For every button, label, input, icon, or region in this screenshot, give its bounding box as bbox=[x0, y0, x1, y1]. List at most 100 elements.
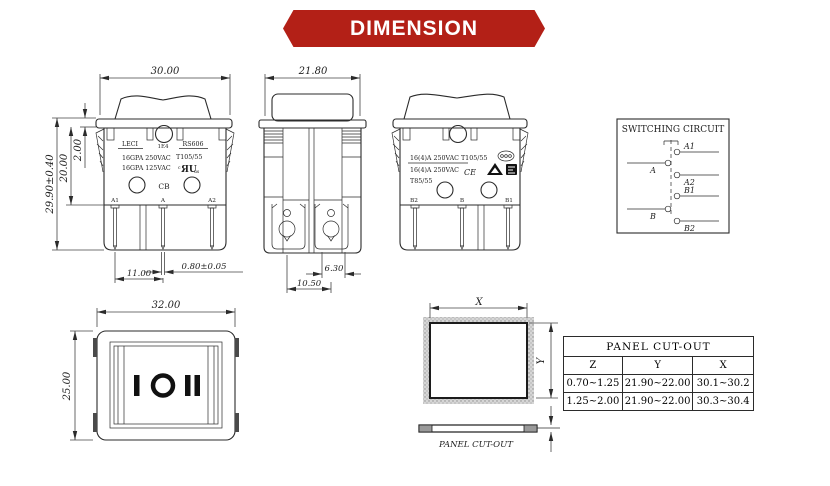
panel-end-cap-left bbox=[418, 424, 433, 433]
pole-b bbox=[627, 192, 719, 225]
terminal-pins-b bbox=[410, 204, 513, 250]
black-square-cert-icon bbox=[506, 164, 517, 175]
switch-circle-right-b bbox=[480, 181, 498, 199]
switch-circle-left bbox=[128, 176, 146, 194]
ul-recognized-icon: c ЯU us bbox=[178, 165, 200, 175]
pole-a bbox=[627, 148, 719, 179]
label-b1: B1 bbox=[683, 186, 695, 195]
panel-cutout-caption: PANEL CUT-OUT bbox=[438, 440, 514, 450]
rating-b-line3: T85/55 bbox=[410, 178, 432, 185]
switch-circle-left-b bbox=[436, 181, 454, 199]
rocker-outline bbox=[114, 95, 212, 120]
dim-25 bbox=[70, 330, 93, 441]
pin-label-a: A bbox=[160, 198, 166, 204]
terminal-pins bbox=[110, 204, 217, 250]
dim-10-5-text: 10.50 bbox=[297, 279, 322, 289]
dim-20 bbox=[66, 127, 104, 206]
snap-wing-right bbox=[225, 128, 235, 173]
view-top: 32.00 25.00 bbox=[62, 300, 239, 441]
view-side: 21.80 6.30 10.50 bbox=[258, 66, 367, 293]
label-b: B bbox=[649, 212, 656, 221]
flange-side bbox=[258, 119, 367, 129]
cell-y-2: 21.90~22.00 bbox=[621, 392, 694, 411]
pin-label-a2: A2 bbox=[207, 198, 216, 204]
rating-temp: T105/55 bbox=[176, 154, 202, 161]
panel-side-view bbox=[418, 424, 538, 433]
panel-end-cap-right bbox=[523, 424, 538, 433]
flange-b bbox=[392, 118, 528, 129]
legend-ii-mark-1 bbox=[185, 375, 191, 396]
snap-wing-left bbox=[95, 128, 105, 173]
actuator-hole-b bbox=[448, 124, 468, 144]
dim-pin-thickness bbox=[144, 252, 243, 275]
svg-text:c: c bbox=[178, 166, 181, 171]
view-front-b: 16(4)A 250VAC T105/55 16(4)A 250VAC CE T… bbox=[391, 93, 529, 251]
actuator-hole bbox=[154, 124, 174, 144]
dim-30 bbox=[99, 74, 231, 115]
table-header-y: Y bbox=[621, 356, 694, 375]
dim-6-3-text: 6.30 bbox=[325, 264, 345, 274]
dim-32 bbox=[96, 308, 236, 327]
circuit-title: SWITCHING CIRCUIT bbox=[622, 125, 724, 135]
dim-pin-pitch-text: 11.00 bbox=[127, 269, 152, 279]
table-header-x: X bbox=[692, 356, 754, 375]
pin-label-b1: B1 bbox=[505, 198, 513, 204]
dim-21-8-text: 21.80 bbox=[298, 66, 328, 77]
dim-pin-pitch bbox=[114, 252, 164, 283]
table-row: 0.70~1.25 21.90~22.00 30.1~30.2 bbox=[563, 374, 754, 393]
dim-x-text: X bbox=[474, 297, 483, 308]
panel-cutout-drawing: X Y PANEL CUT-OUT bbox=[418, 297, 560, 452]
table-header-z: Z bbox=[563, 356, 623, 375]
view-front-a: LECI 1E4 RS606 16GPA 250VAC T105/55 16GP… bbox=[45, 66, 243, 283]
dim-6-3 bbox=[306, 252, 361, 278]
mount-posts bbox=[106, 127, 227, 141]
dim-29-9 bbox=[52, 117, 104, 251]
cell-z-2: 1.25~2.00 bbox=[563, 392, 623, 411]
flange bbox=[95, 118, 233, 129]
rating-b-line1: 16(4)A 250VAC T105/55 bbox=[410, 155, 487, 162]
mount-tabs bbox=[93, 338, 239, 432]
cutout-hole bbox=[429, 322, 528, 399]
legend-ii-mark-2 bbox=[194, 375, 200, 396]
cell-x-1: 30.1~30.2 bbox=[692, 374, 754, 393]
pin-label-b: B bbox=[460, 198, 464, 204]
dim-30-text: 30.00 bbox=[151, 66, 180, 77]
rocker-legend-i-o-ii bbox=[134, 373, 200, 398]
cell-x-2: 30.3~30.4 bbox=[692, 392, 754, 411]
dim-21-8 bbox=[264, 74, 361, 116]
rocker-side bbox=[271, 93, 354, 122]
dim-y bbox=[529, 322, 558, 399]
dim-32-text: 32.00 bbox=[152, 300, 181, 311]
label-a: A bbox=[649, 166, 656, 175]
snap-wing-right-b bbox=[519, 128, 529, 173]
dim-2-text: 2.00 bbox=[73, 138, 84, 162]
banner-label: DIMENSION bbox=[349, 16, 478, 40]
code-text: 1E4 bbox=[157, 144, 169, 150]
pin-label-a1: A1 bbox=[110, 198, 119, 204]
terminal-block-left bbox=[271, 203, 306, 250]
dim-20-text: 20.00 bbox=[59, 153, 70, 183]
label-a1: A1 bbox=[683, 142, 695, 151]
panel-cutout-table: PANEL CUT-OUT Z Y X 0.70~1.25 21.90~22.0… bbox=[563, 336, 754, 411]
rocker-face bbox=[113, 345, 219, 425]
dim-x bbox=[429, 303, 528, 318]
oval-badge-icon bbox=[497, 150, 515, 162]
triangle-cert-icon bbox=[487, 163, 503, 175]
rocker-frame bbox=[109, 341, 223, 429]
cell-y-1: 21.90~22.00 bbox=[621, 374, 694, 393]
rocker-edge-lines bbox=[117, 346, 215, 424]
actuator-symbol bbox=[663, 140, 679, 145]
label-a2: A2 bbox=[683, 178, 695, 187]
legend-i-mark bbox=[134, 375, 140, 396]
top-outline bbox=[96, 330, 236, 441]
body-side bbox=[263, 128, 362, 254]
dim-10-5 bbox=[286, 255, 332, 293]
dim-25-text: 25.00 bbox=[62, 371, 73, 401]
dim-29-9-text: 29.90±0.40 bbox=[45, 154, 56, 215]
model-text: RS606 bbox=[182, 141, 203, 148]
rating-line1: 16GPA 250VAC bbox=[122, 155, 171, 162]
table-row: 1.25~2.00 21.90~22.00 30.3~30.4 bbox=[563, 392, 754, 411]
cb-mark: CB bbox=[158, 182, 170, 191]
pin-label-b2: B2 bbox=[410, 198, 418, 204]
